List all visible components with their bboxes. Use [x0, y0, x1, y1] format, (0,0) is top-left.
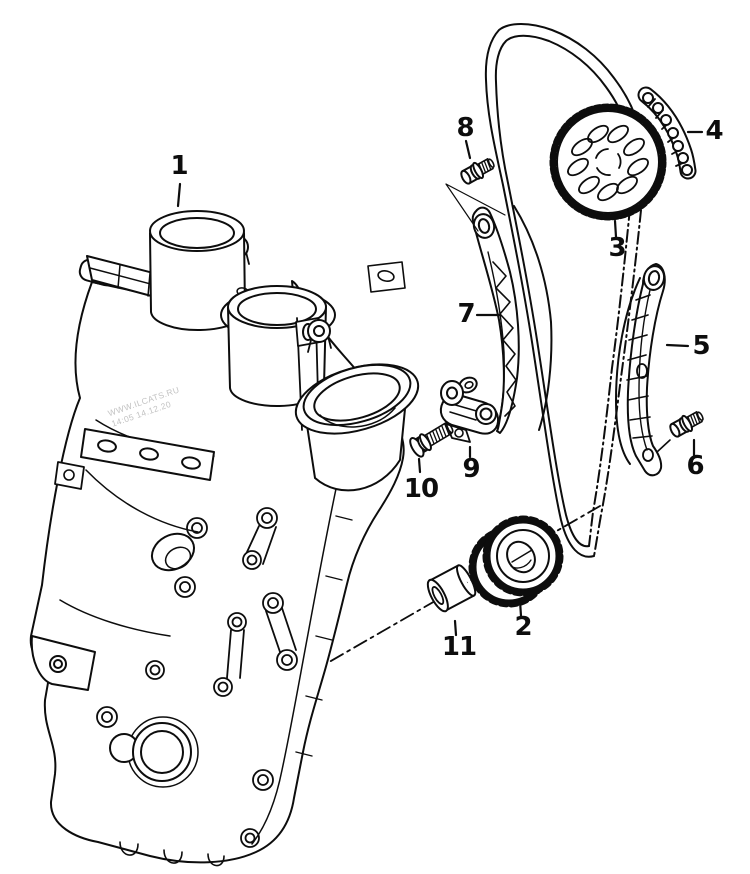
roller-bushing-drawing [426, 564, 477, 613]
callout-5: 5 [692, 331, 710, 361]
chain-tensioner-drawing [439, 376, 500, 443]
callout-9: 9 [462, 454, 480, 484]
guide-rail-7-drawing [471, 205, 553, 434]
crankshaft-sprocket-drawing [468, 515, 564, 608]
callout-7: 7 [457, 299, 475, 329]
callout-8: 8 [456, 113, 474, 143]
callout-4: 4 [705, 116, 723, 146]
callout-6: 6 [686, 451, 704, 481]
guide-rail-5-drawing [615, 263, 671, 477]
callout-1: 1 [170, 151, 188, 181]
chain-link-segment-drawing [637, 86, 697, 180]
bolt-8-pointer-lines [445, 183, 506, 232]
camshaft-sprocket-drawing [549, 103, 667, 221]
callout-10: 10 [403, 474, 439, 504]
bolt-6-drawing [669, 411, 704, 438]
callout-11: 11 [441, 632, 477, 662]
engine-cover-drawing [29, 210, 420, 867]
callout-2: 2 [514, 612, 532, 642]
bolt-8-drawing [460, 158, 495, 185]
callout-3: 3 [608, 233, 626, 263]
callout-leader-lines [176, 130, 704, 637]
bolt-10-drawing [409, 422, 454, 458]
